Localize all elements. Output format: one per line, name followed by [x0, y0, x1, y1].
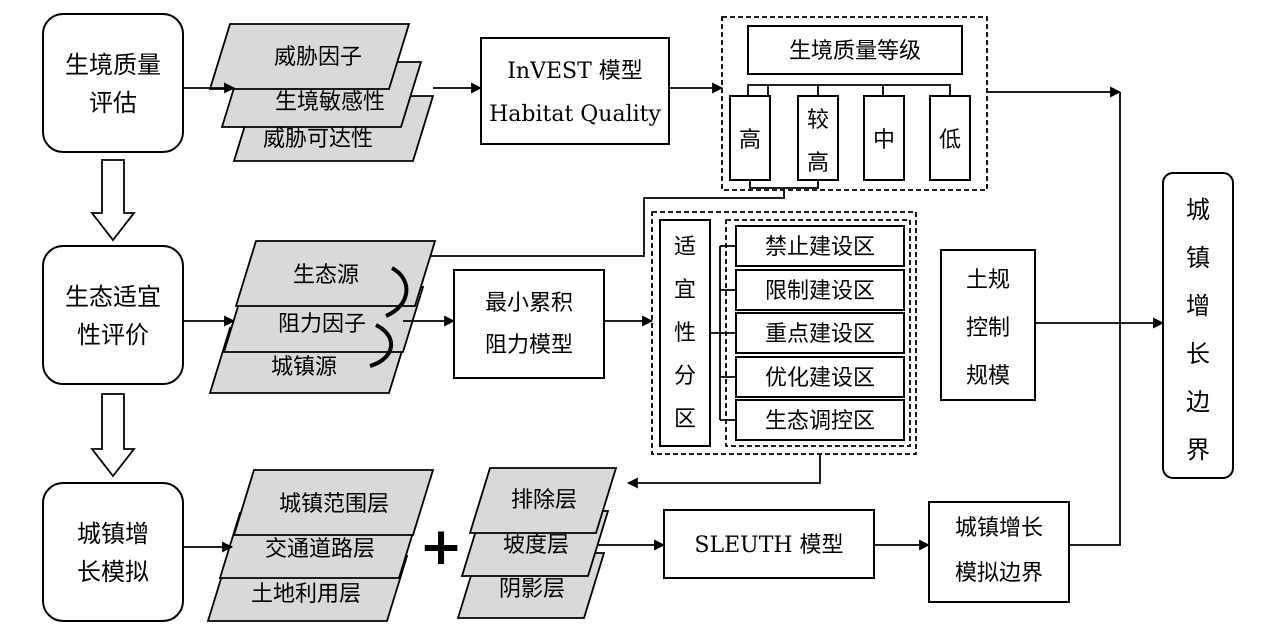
- plus-icon: +: [419, 517, 463, 577]
- habitat-grade-title: 生境质量等级: [789, 39, 921, 64]
- urban-growth-sim-box: 城镇增 长模拟: [42, 482, 184, 622]
- boundary-char-6: 界: [1186, 436, 1210, 464]
- land-plan-line-1: 土规: [966, 268, 1010, 293]
- zoning-label-1: 适: [674, 235, 696, 260]
- source-layer-stack: 生态源 阻力因子 城镇源: [208, 240, 437, 394]
- source-brace: [385, 266, 409, 318]
- grade-relatively-high-1: 较: [807, 108, 829, 133]
- invest-model-line-2: Habitat Quality: [489, 102, 661, 127]
- urban-growth-sim-line-1: 城镇增: [77, 520, 149, 548]
- zoning-label-5: 区: [674, 407, 696, 432]
- land-plan-line-3: 规模: [966, 364, 1010, 389]
- grade-low: 低: [939, 128, 961, 153]
- feedback-arrow: [414, 188, 785, 262]
- ecological-suitability-line-2: 性评价: [77, 321, 149, 349]
- zoning-to-exclusion-arrow: [626, 454, 821, 489]
- threat-layer-2: 生境敏感性: [275, 90, 385, 115]
- habitat-eval-line-1: 生境质量: [65, 51, 161, 79]
- threat-layer-stack: 威胁因子 生境敏感性 威胁可达性: [208, 23, 435, 162]
- zoning-label-3: 性: [674, 321, 696, 346]
- exclusion-layer-3: 阴影层: [499, 577, 565, 602]
- simulated-boundary-box: 城镇增长 模拟边界: [928, 501, 1070, 603]
- mcr-model-line-1: 最小累积: [485, 291, 573, 316]
- boundary-char-5: 边: [1186, 388, 1210, 416]
- mcr-model-box: 最小累积 阻力模型: [453, 269, 605, 379]
- zone-key: 重点建设区: [765, 322, 875, 347]
- ecological-suitability-box: 生态适宜 性评价: [42, 245, 184, 385]
- boundary-char-4: 长: [1186, 340, 1210, 368]
- land-plan-line-2: 控制: [966, 316, 1010, 341]
- sleuth-layer-3: 土地利用层: [251, 582, 361, 607]
- zoning-bracket: [710, 245, 736, 421]
- source-layer-2: 阻力因子: [278, 312, 366, 337]
- zone-prohibited: 禁止建设区: [765, 235, 875, 260]
- sleuth-model-label: SLEUTH 模型: [694, 533, 843, 558]
- zone-ecological-control: 生态调控区: [765, 409, 875, 434]
- exclusion-layer-stack: 排除层 坡度层 阴影层: [456, 467, 618, 619]
- boundary-char-1: 城: [1186, 196, 1210, 224]
- ecological-suitability-line-1: 生态适宜: [65, 283, 161, 311]
- invest-model-box: InVEST 模型 Habitat Quality: [480, 37, 670, 145]
- threat-layer-1: 威胁因子: [274, 45, 362, 70]
- sleuth-layer-1: 城镇范围层: [279, 492, 389, 517]
- grade-bracket: [747, 84, 951, 96]
- simulated-boundary-line-1: 城镇增长: [955, 516, 1043, 541]
- exclusion-layer-2: 坡度层: [503, 533, 569, 558]
- suitability-zoning-panel: 适 宜 性 分 区 禁止建设区 限制建设区 重点建设区 优化建设区 生态调控区: [651, 211, 917, 455]
- sleuth-model-box: SLEUTH 模型: [663, 509, 875, 579]
- source-layer-1: 生态源: [293, 263, 359, 288]
- grade-relatively-high-2: 高: [807, 151, 829, 176]
- simulated-boundary-line-2: 模拟边界: [955, 561, 1043, 586]
- sleuth-layer-2: 交通道路层: [265, 537, 375, 562]
- grade-medium: 中: [873, 128, 895, 153]
- urban-growth-sim-line-2: 长模拟: [77, 558, 149, 586]
- land-plan-control-box: 土规 控制 规模: [940, 249, 1036, 401]
- hollow-down-arrow: [90, 159, 136, 242]
- sleuth-layer-stack: 城镇范围层 交通道路层 土地利用层: [206, 469, 435, 622]
- threat-layer-3: 威胁可达性: [263, 127, 373, 152]
- grade-join: [749, 180, 819, 189]
- habitat-grade-panel: 生境质量等级 高 较 高 中 低: [721, 16, 988, 191]
- source-brace: [369, 323, 394, 368]
- zoning-label-2: 宜: [674, 278, 696, 303]
- hollow-down-arrow: [90, 393, 136, 478]
- invest-model-line-1: InVEST 模型: [507, 59, 643, 84]
- mcr-model-line-2: 阻力模型: [485, 333, 573, 358]
- source-layer-3: 城镇源: [271, 355, 337, 380]
- zoning-label-4: 分: [674, 364, 696, 389]
- zone-optimized: 优化建设区: [765, 366, 875, 391]
- habitat-eval-box: 生境质量 评估: [42, 13, 184, 153]
- urban-growth-boundary-box: 城 镇 增 长 边 界: [1162, 172, 1234, 479]
- habitat-eval-line-2: 评估: [89, 89, 137, 117]
- exclusion-layer-1: 排除层: [511, 488, 577, 513]
- zone-restricted: 限制建设区: [765, 279, 875, 304]
- boundary-char-2: 镇: [1186, 244, 1210, 272]
- grade-high: 高: [739, 128, 761, 153]
- boundary-char-3: 增: [1186, 292, 1210, 320]
